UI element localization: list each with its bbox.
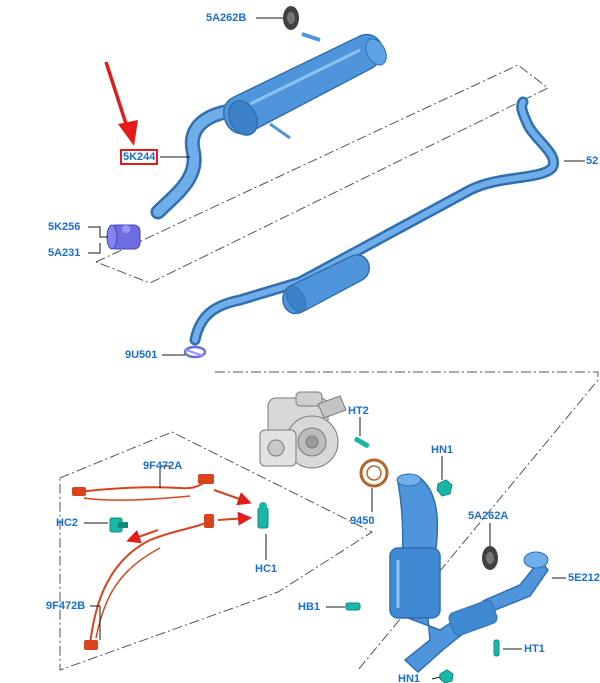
label-HT2: HT2: [348, 405, 369, 417]
label-9450: 9450: [350, 515, 375, 527]
gasket-9450: [359, 458, 389, 488]
intermediate-pipe: [183, 96, 559, 359]
label-5K244-highlighted: 5K244: [119, 149, 159, 165]
turbocharger: [259, 391, 347, 469]
rubber-mount-5A262B: [283, 6, 299, 30]
clamp-5K256: [106, 224, 141, 250]
label-9U501: 9U501: [125, 349, 158, 361]
label-5A262A: 5A262A: [468, 510, 509, 522]
connector-HC2: [109, 517, 128, 533]
label-52: 52: [586, 155, 599, 167]
label-5K256: 5K256: [48, 221, 81, 233]
red-arrow-icon: [104, 61, 138, 146]
oxygen-sensor-9F472A: [72, 474, 252, 506]
rear-muffler-body: [223, 33, 387, 136]
label-9F472B: 9F472B: [46, 600, 86, 612]
nut-HN1-top: [436, 479, 453, 497]
oxygen-sensor-9F472B: [84, 511, 252, 650]
label-9F472A: 9F472A: [143, 460, 183, 472]
outline-mid-section: [215, 371, 599, 671]
nut-HN1-bottom: [439, 669, 454, 683]
label-HT1: HT1: [524, 643, 545, 655]
leader-lines: [84, 17, 585, 680]
label-HN1-top: HN1: [431, 444, 454, 456]
stud-HT1: [493, 639, 500, 657]
group-outlines: [59, 64, 599, 671]
bolt-HB1: [345, 602, 361, 611]
label-HC2: HC2: [56, 517, 79, 529]
catalytic-converter: [389, 473, 549, 674]
label-HN1-bottom: HN1: [398, 673, 421, 683]
rubber-mount-5A262A: [482, 546, 498, 570]
rear-muffler-assembly: [150, 6, 387, 220]
label-HB1: HB1: [298, 601, 321, 613]
label-5A262B: 5A262B: [206, 12, 247, 24]
connector-HC1: [257, 502, 269, 529]
outline-sensor-section: [59, 431, 374, 671]
gasket-9U501: [183, 345, 207, 359]
label-HC1: HC1: [255, 563, 278, 575]
label-5A231: 5A231: [48, 247, 81, 259]
outline-rear-section: [95, 64, 549, 284]
label-5E212: 5E212: [568, 572, 600, 584]
stud-HT2: [354, 436, 370, 448]
center-muffler: [282, 254, 370, 315]
